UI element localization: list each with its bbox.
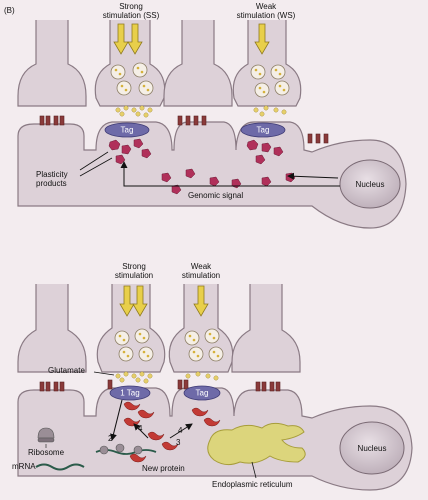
- tag-label-c-weak: Tag: [195, 388, 209, 398]
- strong-stimulation-label-b: Strong stimulation (SS): [102, 2, 160, 20]
- weak-stimulation-arrow: [254, 23, 270, 55]
- step-2-label: 2: [108, 434, 113, 443]
- nucleus-c: [339, 421, 405, 475]
- tag-c-strong: [109, 385, 151, 401]
- vesicles-ss: [110, 62, 154, 96]
- panel-b: [17, 20, 407, 229]
- ribosome-label: Ribosome: [28, 448, 65, 457]
- step-3-label: 3: [176, 438, 181, 447]
- nucleus-label-b: Nucleus: [355, 180, 385, 189]
- tag-c-weak: [183, 385, 221, 401]
- presynaptic-terminal-3: [163, 20, 233, 107]
- vesicles-c-weak: [184, 328, 224, 362]
- tag-label-c-strong: 1 Tag: [120, 388, 140, 398]
- vesicles-ws: [250, 64, 290, 98]
- vesicles-c-strong: [114, 328, 154, 362]
- mrna-strand: [35, 463, 85, 471]
- step-arrow-4b: [169, 423, 193, 439]
- endoplasmic-reticulum-label: Endoplasmic reticulum: [212, 480, 293, 489]
- tag-ws: [240, 122, 286, 138]
- nucleus-b: [339, 159, 401, 209]
- tag-label-ss: Tag: [120, 125, 134, 135]
- weak-stimulation-label-c: Weak stimulation: [181, 262, 221, 280]
- presynaptic-terminal-ss: [94, 20, 166, 107]
- tag-ss: [104, 122, 150, 138]
- weak-stimulation-arrow-c: [193, 285, 209, 317]
- receptors-b: [39, 115, 329, 144]
- genomic-signal-arrow: [120, 161, 340, 187]
- glutamate-dots: [115, 371, 219, 384]
- presynaptic-terminal-c4: [231, 284, 301, 373]
- tag-label-ws: Tag: [256, 125, 270, 135]
- plasticity-products-label: Plasticity products: [36, 170, 68, 188]
- presynaptic-terminal-c1: [17, 284, 87, 373]
- released-transmitter-ss: [115, 105, 153, 118]
- nucleus-to-ws-arrow: [287, 172, 339, 180]
- genomic-signal-label: Genomic signal: [188, 191, 244, 200]
- ribosome-icon: [37, 427, 55, 443]
- step-4a-label: 4: [138, 424, 143, 433]
- nucleus-label-c: Nucleus: [357, 444, 387, 453]
- er-label-line: [251, 461, 257, 479]
- strong-stimulation-label-c: Strong stimulation: [114, 262, 154, 280]
- step-4b-label: 4: [178, 426, 183, 435]
- mrna-label: mRNA: [12, 462, 36, 471]
- strong-stimulation-arrows: [113, 23, 143, 55]
- presynaptic-terminal-1: [17, 20, 87, 107]
- new-protein-label: New protein: [142, 464, 185, 473]
- step-arrow-2: [110, 399, 123, 441]
- endoplasmic-reticulum: [207, 422, 306, 466]
- polysome-ribosomes: [99, 443, 143, 455]
- plasticity-label-line-1: [79, 151, 109, 171]
- step-arrow-4a: [133, 423, 149, 439]
- panel-label-b: (B): [4, 6, 15, 15]
- plasticity-label-line-2: [79, 157, 113, 177]
- glutamate-label-line: [93, 371, 115, 376]
- weak-stimulation-label-b: Weak stimulation (WS): [236, 2, 296, 20]
- glutamate-label: Glutamate: [48, 366, 85, 375]
- released-transmitter-ws: [253, 105, 287, 117]
- panel-c: [17, 284, 413, 491]
- receptors-c: [39, 379, 281, 392]
- strong-stimulation-arrows-c: [119, 285, 148, 317]
